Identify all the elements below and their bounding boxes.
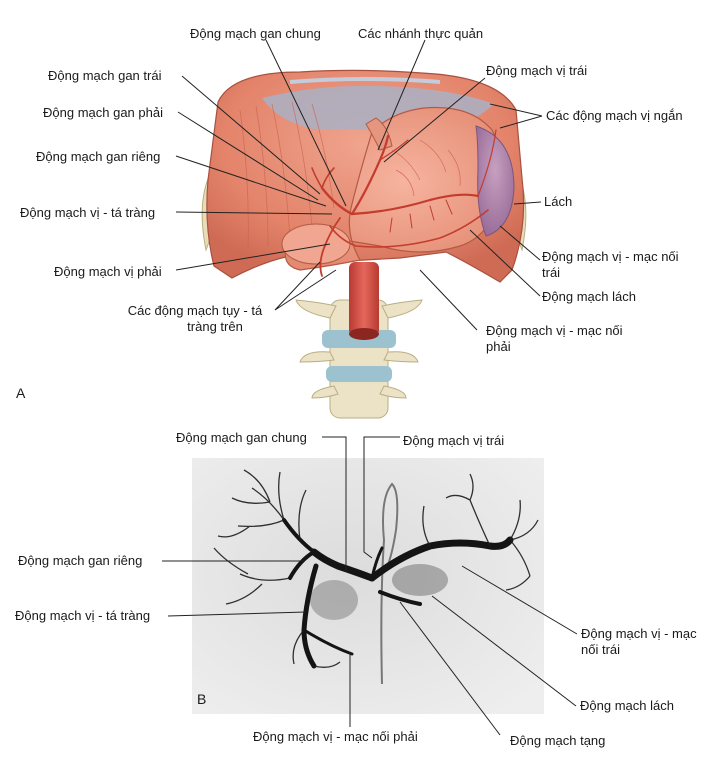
label-sup-pancreaticoduodenal: Các động mạch tụy - tá tràng trên (116, 303, 274, 335)
label-short-gastric: Các động mạch vị ngắn (546, 108, 683, 123)
label-splenic-b: Động mạch lách (580, 698, 674, 713)
label-spleen: Lách (544, 194, 573, 209)
angiogram-image (192, 458, 544, 714)
label-common-hepatic-b: Động mạch gan chung (176, 430, 307, 445)
label-left-hepatic: Động mạch gan trái (48, 68, 162, 83)
label-left-gastric-a: Động mạch vị trái (486, 63, 588, 78)
label-left-gastroepiploic-b: Động mạch vị - mạc nối trái (581, 626, 697, 658)
label-splenic-a: Động mạch lách (542, 289, 636, 304)
label-right-gastric: Động mạch vị phải (54, 264, 162, 279)
label-left-gastric-b: Động mạch vị trái (403, 433, 505, 448)
label-right-gastroepiploic-b: Động mạch vị - mạc nối phải (253, 729, 418, 744)
label-gastroduodenal-b: Động mạch vị - tá tràng (15, 608, 151, 623)
spleen-illustration (475, 125, 515, 237)
stomach-illustration (284, 106, 503, 271)
label-left-gastroepiploic-a: Động mạch vị - mạc nối trái (542, 249, 679, 281)
label-common-hepatic-a: Động mạch gan chung (190, 26, 321, 41)
label-right-gastroepiploic-a-line2: phải (486, 339, 511, 354)
panel-letter-b: B (197, 691, 207, 707)
label-esophageal-branches: Các nhánh thực quản (358, 26, 484, 41)
label-proper-hepatic-a: Động mạch gan riêng (36, 149, 161, 164)
label-left-gastroepiploic-b-line2: nối trái (581, 642, 621, 657)
label-gastroduodenal-a: Động mạch vị - tá tràng (20, 205, 156, 220)
label-right-gastroepiploic-a-line1: Động mạch vị - mạc nối (486, 323, 623, 338)
label-left-gastroepiploic-a-line1: Động mạch vị - mạc nối (542, 249, 679, 264)
anatomy-illustration (201, 69, 527, 419)
label-left-gastroepiploic-a-line2: trái (542, 265, 561, 280)
label-proper-hepatic-b: Động mạch gan riêng (18, 553, 143, 568)
label-sup-pancreaticoduodenal-line2: tràng trên (187, 319, 243, 334)
label-right-gastroepiploic-a: Động mạch vị - mạc nối phải (486, 323, 623, 355)
aorta-illustration (349, 262, 379, 336)
label-right-hepatic: Động mạch gan phải (43, 105, 163, 120)
label-sup-pancreaticoduodenal-line1: Các động mạch tụy - tá (127, 303, 263, 318)
label-celiac: Động mạch tạng (510, 733, 606, 748)
leader-lines-a (175, 39, 543, 331)
label-left-gastroepiploic-b-line1: Động mạch vị - mạc (581, 626, 697, 641)
leader-lines-b (162, 436, 578, 736)
panel-letter-a: A (16, 385, 26, 401)
